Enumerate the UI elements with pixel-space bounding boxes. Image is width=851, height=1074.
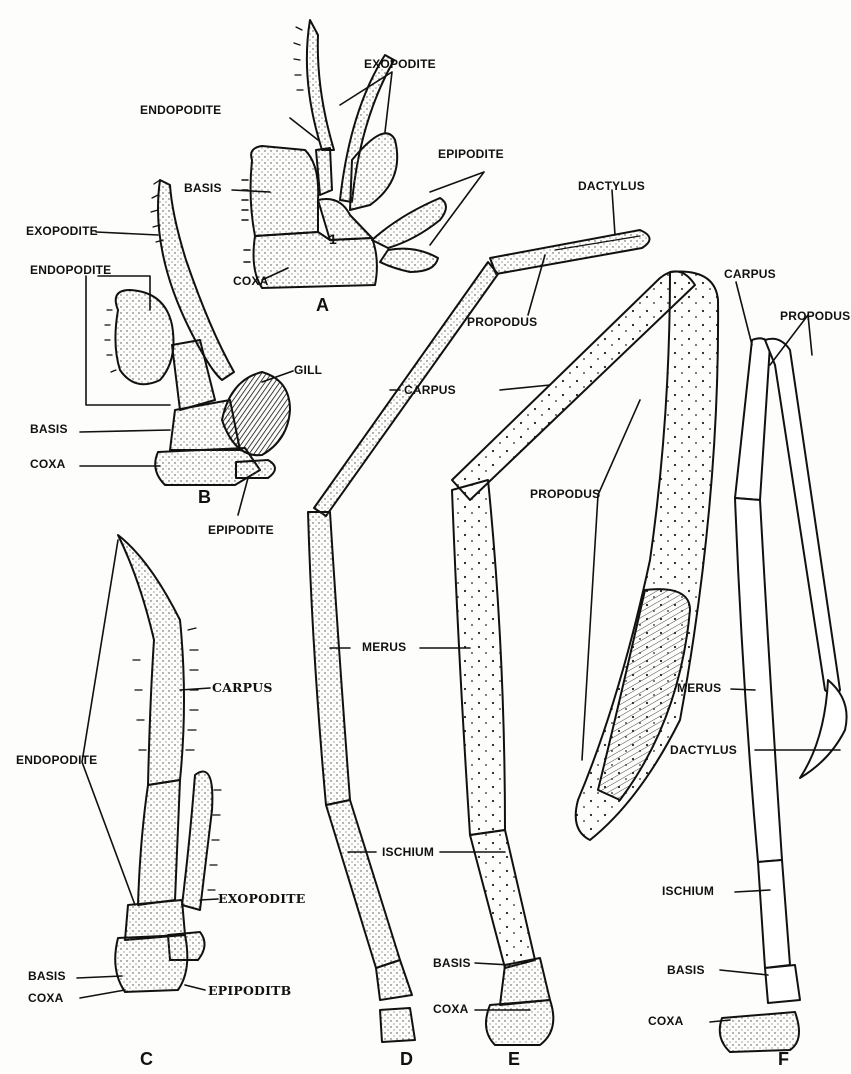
label-b-basis: BASIS: [30, 423, 68, 435]
label-c-coxa: COXA: [28, 992, 63, 1004]
label-a-coxa: COXA: [233, 275, 268, 287]
label-a-exopodite: EXOPODITE: [364, 58, 436, 70]
label-c-basis: BASIS: [28, 970, 66, 982]
label-f-merus: MERUS: [677, 682, 721, 694]
label-c-epipodite: EPIPODITB: [208, 985, 291, 998]
figure-letter-b: B: [198, 488, 211, 506]
figure-c-drawing: [115, 535, 221, 992]
label-b-coxa: COXA: [30, 458, 65, 470]
figure-f-drawing: [720, 338, 847, 1052]
figure-letter-e: E: [508, 1050, 520, 1068]
figure-e-drawing: [452, 271, 718, 1045]
label-d-dactylus: DACTYLUS: [578, 180, 645, 192]
figure-letter-d: D: [400, 1050, 413, 1068]
label-b-endopodite: ENDOPODITE: [30, 264, 111, 276]
label-c-carpus: CARPUS: [212, 682, 273, 695]
label-d-propodus: PROPODUS: [467, 316, 537, 328]
label-a-one: 1: [329, 232, 337, 246]
label-b-exopodite: EXOPODITE: [26, 225, 98, 237]
label-c-endopodite: ENDOPODITE: [16, 754, 97, 766]
label-c-exopodite: EXOPODITE: [218, 893, 306, 906]
label-b-epipodite: EPIPODITE: [208, 524, 274, 536]
label-a-epipodite: EPIPODITE: [438, 148, 504, 160]
label-d-basis: BASIS: [433, 957, 471, 969]
label-f-coxa: COXA: [648, 1015, 683, 1027]
label-d-merus: MERUS: [362, 641, 406, 653]
figure-letter-f: F: [778, 1050, 789, 1068]
label-e-propodus: PROPODUS: [530, 488, 600, 500]
figure-letter-c: C: [140, 1050, 153, 1068]
label-f-ischium: ISCHIUM: [662, 885, 714, 897]
label-a-basis: BASIS: [184, 182, 222, 194]
label-d-ischium: ISCHIUM: [382, 846, 434, 858]
label-d-coxa: COXA: [433, 1003, 468, 1015]
label-b-gill: GILL: [294, 364, 322, 376]
label-f-dactylus: DACTYLUS: [670, 744, 737, 756]
label-f-carpus: CARPUS: [724, 268, 776, 280]
label-d-carpus: CARPUS: [404, 384, 456, 396]
label-a-endopodite: ENDOPODITE: [140, 104, 221, 116]
label-f-basis: BASIS: [667, 964, 705, 976]
figure-letter-a: A: [316, 296, 329, 314]
label-f-propodus: PROPODUS: [780, 310, 850, 322]
